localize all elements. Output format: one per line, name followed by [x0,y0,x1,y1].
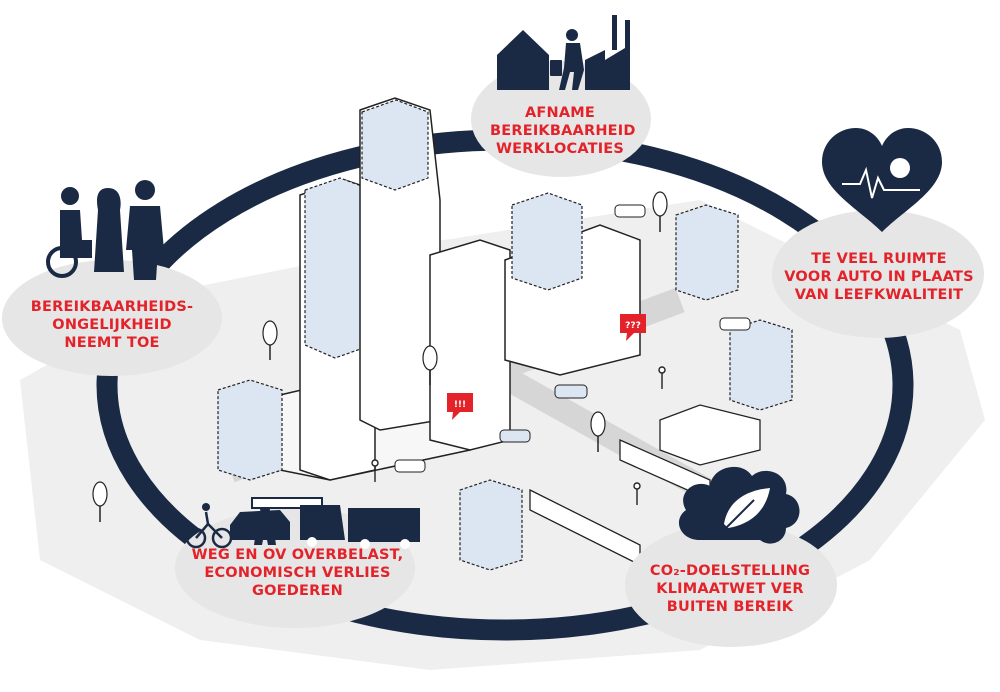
issue-label-ruimte: TE VEEL RUIMTE VOOR AUTO IN PLAATS VAN L… [774,250,984,304]
label-line: BUITEN BEREIK [666,599,794,615]
building-small-glass [675,204,739,301]
issue-bubble-ruimte [772,210,984,338]
label-line: WEG EN OV OVERBELAST, [191,547,404,563]
label-line: VAN LEEFKWALITEIT [794,287,964,303]
car [554,384,588,399]
tree [422,345,438,385]
people-group-wheelchair-icon [46,180,164,280]
label-line: NEEMT TOE [64,335,160,351]
car [499,429,531,443]
tree [92,481,108,522]
tree [652,191,668,232]
issue-label-weg-ov: WEG EN OV OVERBELAST, ECONOMISCH VERLIES… [185,546,410,600]
issue-label-ongelijkheid: BEREIKBAARHEIDS- ONGELIJKHEID NEEMT TOE [12,298,212,352]
question-tag: ??? [625,321,641,331]
label-line: KLIMAATWET VER [656,581,804,597]
label-line: TE VEEL RUIMTE [811,251,947,267]
label-line: ONGELIJKHEID [52,317,172,333]
building-small-glass [217,379,283,481]
alert-tag: !!! [453,400,467,410]
car [394,459,426,473]
tree [590,411,606,452]
question-speech-bubble-icon [620,314,646,341]
traffic-vehicles-icon [185,497,420,549]
building-low [659,404,761,466]
label-line: AFNAME [524,105,596,121]
building-small-glass [729,319,793,411]
car [614,204,646,218]
label-line: VOOR AUTO IN PLAATS [784,269,974,285]
label-line: BEREIKBAARHEIDS- [30,299,194,315]
label-line: WERKLOCATIES [495,141,625,157]
label-line: BEREIKBAARHEID [490,123,636,139]
building-small-glass [459,479,523,571]
label-line: GOEDEREN [252,583,343,599]
heart-park-icon [822,128,942,232]
issue-label-werklocaties: AFNAME BEREIKBAARHEID WERKLOCATIES [490,104,636,158]
alert-speech-bubble-icon [447,393,473,420]
issue-bubble-ongelijkheid [2,260,222,376]
issue-bubble-co2 [625,523,837,647]
pedestrian [371,366,666,505]
issue-label-co2: CO₂-DOELSTELLING KLIMAATWET VER BUITEN B… [640,562,820,616]
tree [262,320,278,360]
label-line: CO₂-DOELSTELLING [649,563,811,579]
building-tower-glass [361,99,429,191]
building-tower-glass [511,192,583,291]
car [719,317,751,331]
building-block [429,239,511,451]
label-line: ECONOMISCH VERLIES [204,565,391,581]
house-factory-worker-icon [497,15,630,90]
